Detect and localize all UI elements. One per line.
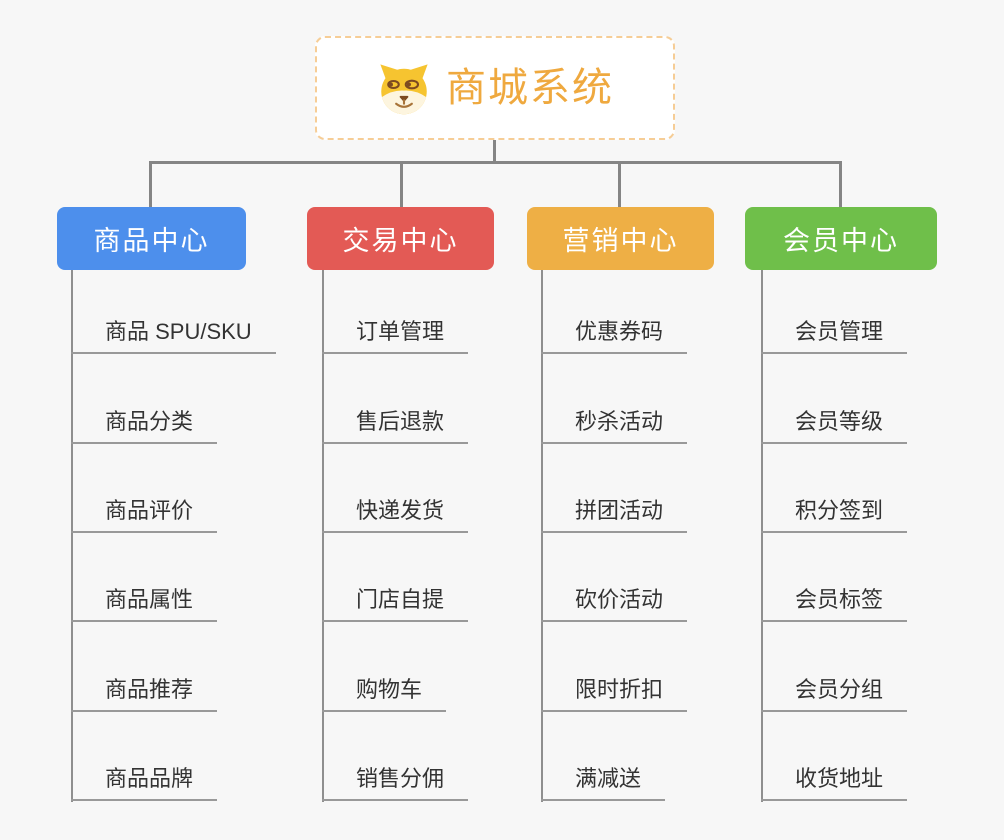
root-node[interactable]: 商城系统 [315,36,675,140]
branch-node-trade-center[interactable]: 交易中心 [307,207,494,270]
leaf-node[interactable]: 商品评价 [71,493,218,533]
branch-rail-connector [149,161,842,164]
leaf-node[interactable]: 快递发货 [322,493,469,533]
branch-drop-connector [618,161,621,208]
branch-node-product-center[interactable]: 商品中心 [57,207,246,270]
leaf-node[interactable]: 商品属性 [71,582,218,622]
branch-drop-connector [839,161,842,208]
leaf-node[interactable]: 销售分佣 [322,761,469,801]
leaf-node[interactable]: 砍价活动 [541,582,688,622]
leaf-node[interactable]: 会员等级 [761,404,908,444]
branch-spine-connector [541,270,543,802]
leaf-node[interactable]: 积分签到 [761,493,908,533]
leaf-node[interactable]: 购物车 [322,672,447,712]
leaf-node[interactable]: 商品 SPU/SKU [71,314,276,354]
leaf-node[interactable]: 优惠券码 [541,314,688,354]
root-title: 商城系统 [446,66,614,110]
leaf-node[interactable]: 商品品牌 [71,761,218,801]
leaf-node[interactable]: 限时折扣 [541,672,688,712]
branch-node-marketing-center[interactable]: 营销中心 [527,207,714,270]
branch-drop-connector [149,161,152,208]
branch-spine-connector [322,270,324,802]
leaf-node[interactable]: 会员分组 [761,672,908,712]
doge-icon [376,60,432,116]
leaf-node[interactable]: 会员管理 [761,314,908,354]
root-stem-connector [493,140,496,163]
leaf-node[interactable]: 商品分类 [71,404,218,444]
leaf-node[interactable]: 秒杀活动 [541,404,688,444]
leaf-node[interactable]: 商品推荐 [71,672,218,712]
branch-drop-connector [400,161,403,208]
branch-spine-connector [71,270,73,802]
branch-spine-connector [761,270,763,802]
leaf-node[interactable]: 售后退款 [322,404,469,444]
leaf-node[interactable]: 满减送 [541,761,666,801]
branch-node-member-center[interactable]: 会员中心 [745,207,937,270]
leaf-node[interactable]: 拼团活动 [541,493,688,533]
leaf-node[interactable]: 门店自提 [322,582,469,622]
leaf-node[interactable]: 收货地址 [761,761,908,801]
leaf-node[interactable]: 会员标签 [761,582,908,622]
leaf-node[interactable]: 订单管理 [322,314,469,354]
